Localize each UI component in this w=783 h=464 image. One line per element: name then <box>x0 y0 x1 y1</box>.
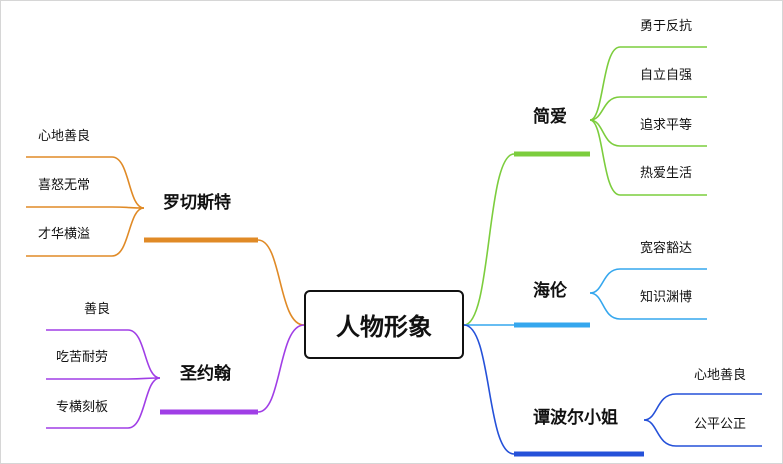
leaf-node[interactable]: 宽容豁达 <box>640 241 693 256</box>
leaf-node[interactable]: 喜怒无常 <box>38 178 91 193</box>
leaf-connectors-hailun <box>589 268 707 320</box>
branch-node-shengyuehan[interactable]: 圣约翰 <box>180 364 231 384</box>
leaf-node[interactable]: 知识渊博 <box>640 290 693 305</box>
branch-node-jianai[interactable]: 简爱 <box>533 107 567 127</box>
leaf-node[interactable]: 善良 <box>84 302 111 317</box>
connector-root-jianai <box>463 153 515 326</box>
leaf-connectors-shengyuehan <box>46 329 161 429</box>
leaf-node[interactable]: 才华横溢 <box>38 227 91 242</box>
leaf-node[interactable]: 吃苦耐劳 <box>56 350 109 365</box>
branch-node-luoqiesite[interactable]: 罗切斯特 <box>163 193 231 213</box>
leaf-connectors-jianai <box>589 46 707 196</box>
connector-root-shengyuehan <box>257 324 305 413</box>
leaf-connectors-tanboer <box>643 393 762 447</box>
root-node[interactable]: 人物形象 <box>304 290 464 359</box>
leaf-node[interactable]: 自立自强 <box>640 68 693 83</box>
branch-node-hailun[interactable]: 海伦 <box>533 281 567 301</box>
branch-node-tanboer[interactable]: 谭波尔小姐 <box>533 408 618 428</box>
leaf-node[interactable]: 心地善良 <box>38 129 91 144</box>
leaf-node[interactable]: 勇于反抗 <box>640 19 693 34</box>
connector-root-luoqiesite <box>257 239 305 326</box>
leaf-node[interactable]: 心地善良 <box>694 368 747 383</box>
leaf-node[interactable]: 追求平等 <box>640 118 693 133</box>
leaf-connectors-luoqiesite <box>26 156 145 257</box>
leaf-node[interactable]: 热爱生活 <box>640 166 693 181</box>
connector-root-tanboer <box>463 324 515 455</box>
leaf-node[interactable]: 专横刻板 <box>56 400 109 415</box>
leaf-node[interactable]: 公平公正 <box>694 417 747 432</box>
